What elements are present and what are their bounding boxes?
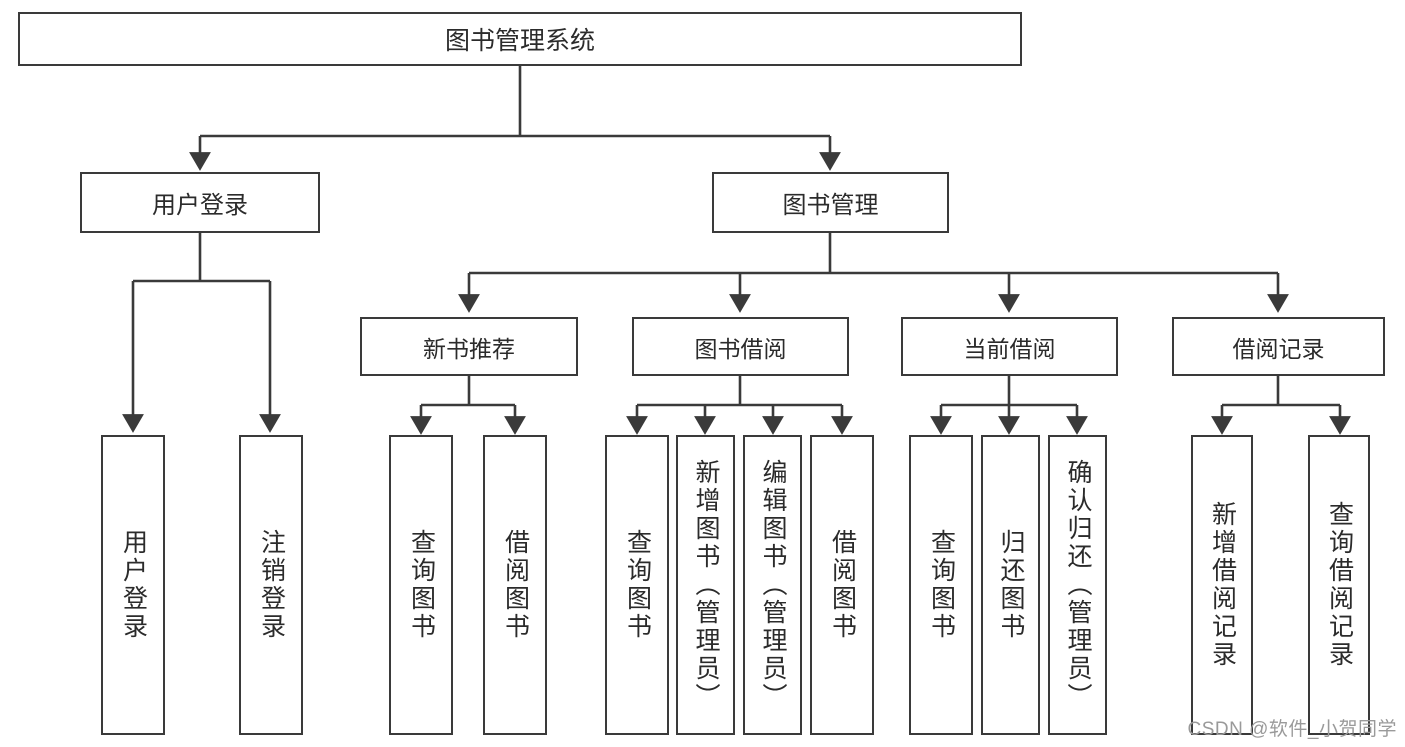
node-book-borrow-label: 图书借阅 [694,335,787,362]
leaf-current-borrow-1[interactable]: 查询图书 [909,435,973,735]
leaf-borrow-record-1[interactable]: 新增借阅记录 [1191,435,1253,735]
node-book-management-label: 图书管理 [782,192,879,219]
leaf-new-book-2[interactable]: 借阅图书 [483,435,547,735]
leaf-borrow-record-1-label: 新增借阅记录 [1208,501,1237,669]
leaf-book-borrow-4-label: 借阅图书 [828,529,857,641]
leaf-new-book-1-label: 查询图书 [407,529,436,641]
leaf-book-borrow-2-label: 新增图书（管理员） [692,459,720,711]
leaf-current-borrow-3[interactable]: 确认归还（管理员） [1048,435,1107,735]
leaf-new-book-1[interactable]: 查询图书 [389,435,453,735]
leaf-current-borrow-1-label: 查询图书 [927,529,956,641]
node-book-management[interactable]: 图书管理 [712,172,949,233]
node-new-book-recommend[interactable]: 新书推荐 [360,317,578,376]
leaf-current-borrow-2[interactable]: 归还图书 [981,435,1040,735]
leaf-user-login-1[interactable]: 用户登录 [101,435,165,735]
leaf-current-borrow-2-label: 归还图书 [997,529,1025,641]
node-user-login-label: 用户登录 [152,192,248,219]
leaf-book-borrow-4[interactable]: 借阅图书 [810,435,874,735]
leaf-borrow-record-2-label: 查询借阅记录 [1325,501,1354,669]
node-new-book-recommend-label: 新书推荐 [423,335,515,362]
leaf-new-book-2-label: 借阅图书 [501,529,530,641]
leaf-book-borrow-1[interactable]: 查询图书 [605,435,669,735]
leaf-borrow-record-2[interactable]: 查询借阅记录 [1308,435,1370,735]
node-root[interactable]: 图书管理系统 [18,12,1022,66]
leaf-book-borrow-3[interactable]: 编辑图书（管理员） [743,435,802,735]
leaf-book-borrow-2[interactable]: 新增图书（管理员） [676,435,735,735]
leaf-book-borrow-3-label: 编辑图书（管理员） [759,459,787,711]
node-current-borrow-label: 当前借阅 [963,335,1056,362]
node-current-borrow[interactable]: 当前借阅 [901,317,1118,376]
node-borrow-record-label: 借阅记录 [1232,335,1325,362]
leaf-book-borrow-1-label: 查询图书 [623,529,652,641]
leaf-user-login-1-label: 用户登录 [119,529,148,641]
leaf-user-login-2[interactable]: 注销登录 [239,435,303,735]
leaf-user-login-2-label: 注销登录 [257,529,286,641]
node-borrow-record[interactable]: 借阅记录 [1172,317,1385,376]
node-book-borrow[interactable]: 图书借阅 [632,317,849,376]
leaf-current-borrow-3-label: 确认归还（管理员） [1064,459,1092,711]
node-root-label: 图书管理系统 [444,27,595,55]
node-user-login[interactable]: 用户登录 [80,172,320,233]
